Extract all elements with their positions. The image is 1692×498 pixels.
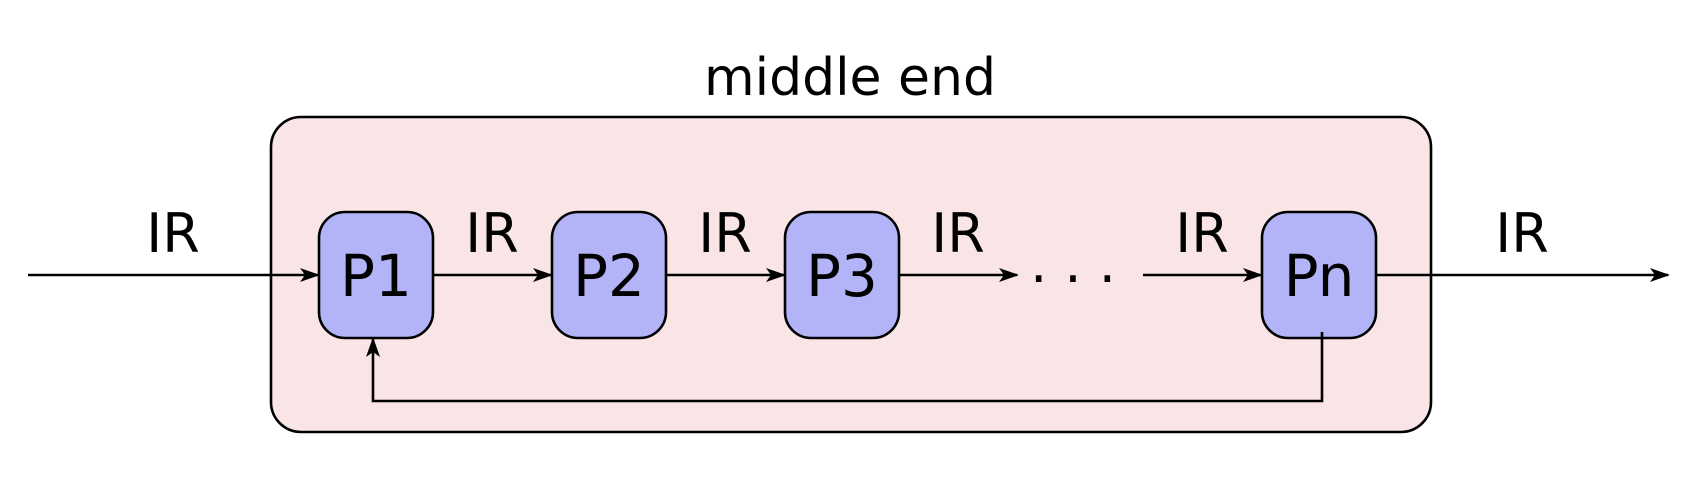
ir-label-p1-p2: IR (465, 202, 518, 265)
ellipsis: . . . (1030, 232, 1116, 295)
ir-label-ellipsis-pn: IR (1175, 202, 1228, 265)
pass-label-p3: P3 (806, 242, 878, 310)
pass-box-p1: P1 (317, 210, 435, 340)
pass-label-p1: P1 (340, 242, 412, 310)
output-ir-label: IR (1495, 202, 1548, 265)
feedback-loop-arrow (366, 332, 1324, 403)
pass-box-pn: Pn (1260, 210, 1378, 340)
ir-label-p3-ellipsis: IR (931, 202, 984, 265)
pass-label-p2: P2 (573, 242, 645, 310)
pass-box-p2: P2 (550, 210, 668, 340)
pass-box-p3: P3 (783, 210, 901, 340)
middle-end-title: middle end (704, 48, 996, 108)
input-ir-label: IR (146, 202, 199, 265)
ir-label-p2-p3: IR (698, 202, 751, 265)
pass-label-pn: Pn (1284, 242, 1355, 310)
